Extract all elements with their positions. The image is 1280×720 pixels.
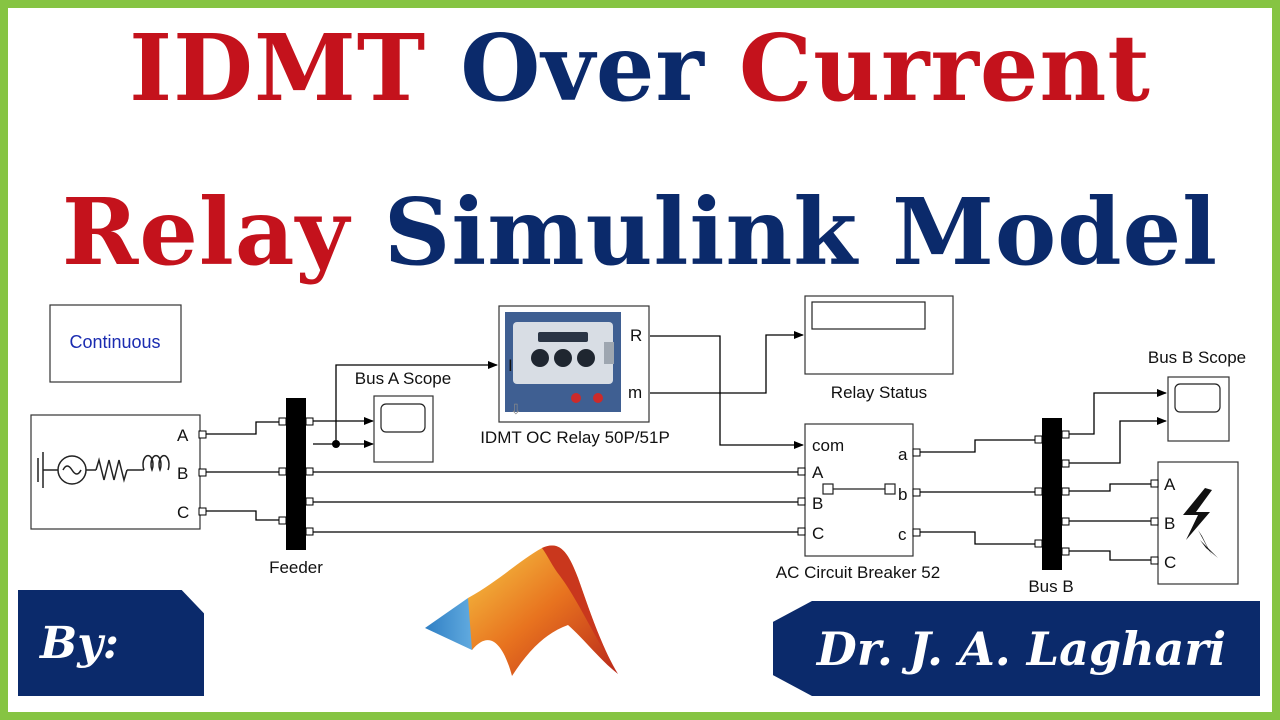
relay-device-icon: ⇩ [505, 312, 621, 418]
source-port-c-terminal [198, 507, 207, 516]
title-line-2: Relay Simulink Model [0, 178, 1280, 286]
source-port-a-terminal [198, 430, 207, 439]
bus-b-scope-label: Bus B Scope [1148, 348, 1246, 367]
breaker-out-a: a [898, 445, 908, 464]
wires-busb-outputs [1069, 389, 1167, 561]
breaker-in-c: C [812, 524, 824, 543]
title-word-idmt: IDMT [129, 14, 427, 122]
fault-port-c: C [1164, 553, 1176, 572]
lightning-tail-icon [1200, 540, 1218, 558]
fault-port-a: A [1164, 475, 1176, 494]
matlab-logo-icon [425, 545, 618, 676]
wires-feeder-breaker [313, 471, 798, 533]
source-port-c: C [177, 503, 189, 522]
title-word-model: Model [892, 178, 1219, 286]
three-phase-source-block[interactable]: A B C [30, 414, 207, 530]
title-word-simulink: Simulink [383, 178, 859, 286]
source-symbol-icon [37, 452, 170, 488]
source-port-b-terminal [198, 468, 207, 477]
author-text: Dr. J. A. Laghari [816, 621, 1227, 676]
source-port-a: A [177, 426, 189, 445]
wires-breaker-busb [920, 439, 1035, 545]
scope-screen-icon [380, 403, 426, 433]
three-phase-fault-block[interactable]: A B C [1150, 461, 1239, 585]
wires-relay-outputs [650, 331, 804, 449]
relay-output-m: m [628, 383, 642, 402]
title-word-relay: Relay [61, 178, 350, 286]
author-badge: Dr. J. A. Laghari [773, 601, 1260, 696]
circuit-breaker-block[interactable]: com A B C a b c AC Circuit Breaker 52 [776, 423, 940, 582]
svg-text:⇩: ⇩ [510, 402, 522, 418]
bus-a-scope-label: Bus A Scope [355, 369, 451, 388]
relay-output-r: R [630, 326, 642, 345]
bus-a-scope-block[interactable]: Bus A Scope [355, 369, 451, 463]
breaker-in-a: A [812, 463, 824, 482]
breaker-contacts-icon [822, 483, 896, 495]
scope-screen-icon [1174, 383, 1221, 413]
bus-b-label: Bus B [1028, 577, 1073, 596]
feeder-bus-block[interactable]: Feeder [269, 398, 323, 577]
source-port-b: B [177, 464, 188, 483]
wires-source-feeder [206, 421, 285, 521]
relay-status-label: Relay Status [831, 383, 927, 402]
title-word-current: Current [738, 14, 1151, 122]
breaker-in-b: B [812, 494, 823, 513]
breaker-out-b: b [898, 485, 907, 504]
wires-measurement [313, 361, 498, 448]
by-badge: By: [18, 590, 204, 696]
idmt-relay-block[interactable]: ⇩ I R m IDMT OC Relay 50P/51P [480, 305, 670, 447]
title-word-over: Over [460, 14, 705, 122]
bus-b-block[interactable]: Bus B [1028, 418, 1074, 596]
relay-input-port: I [508, 356, 513, 375]
fault-port-b: B [1164, 514, 1175, 533]
branch-point [332, 440, 340, 448]
feeder-label: Feeder [269, 558, 323, 577]
breaker-label: AC Circuit Breaker 52 [776, 563, 940, 582]
relay-label: IDMT OC Relay 50P/51P [480, 428, 670, 447]
powergui-block[interactable]: Continuous [49, 304, 182, 383]
title-line-1: IDMT Over Current [0, 14, 1280, 122]
breaker-com-port: com [812, 436, 844, 455]
relay-status-block[interactable]: Relay Status [804, 295, 954, 402]
breaker-out-c: c [898, 525, 907, 544]
lightning-icon [1183, 488, 1212, 556]
by-text: By: [40, 617, 119, 669]
powergui-label: Continuous [69, 332, 160, 352]
bus-b-scope-block[interactable]: Bus B Scope [1148, 348, 1246, 442]
status-display-window [811, 301, 926, 330]
